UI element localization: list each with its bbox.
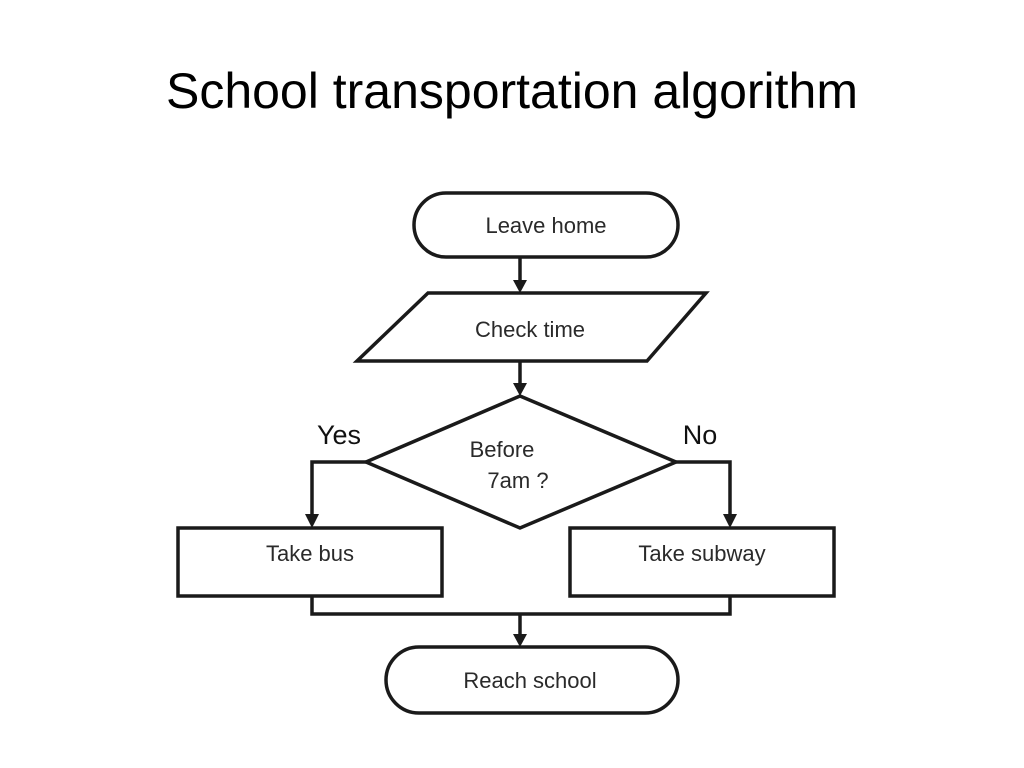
slide-title: School transportation algorithm bbox=[165, 63, 859, 119]
decision-diamond: Before 7am ? bbox=[361, 394, 681, 530]
branch-no-label: No bbox=[683, 420, 718, 450]
decision-label-line2: 7am ? bbox=[487, 468, 548, 493]
process-yes-box: Take bus bbox=[176, 526, 444, 598]
process-no-label: Take subway bbox=[638, 541, 765, 566]
process-no-box: Take subway bbox=[568, 526, 836, 598]
branch-yes-label: Yes bbox=[317, 420, 361, 450]
input-label: Check time bbox=[475, 317, 585, 342]
connector-no-branch bbox=[676, 460, 737, 528]
start-label: Leave home bbox=[485, 213, 606, 238]
connector-yes-branch bbox=[305, 460, 366, 528]
input-parallelogram: Check time bbox=[352, 291, 710, 363]
end-terminal: Reach school bbox=[384, 645, 680, 715]
connector-merge bbox=[310, 596, 732, 647]
end-label: Reach school bbox=[463, 668, 596, 693]
process-yes-label: Take bus bbox=[266, 541, 354, 566]
connector-input-to-decision bbox=[513, 361, 527, 396]
decision-label-line1: Before bbox=[470, 437, 535, 462]
connector-start-to-input bbox=[513, 257, 527, 293]
start-terminal: Leave home bbox=[412, 191, 680, 259]
